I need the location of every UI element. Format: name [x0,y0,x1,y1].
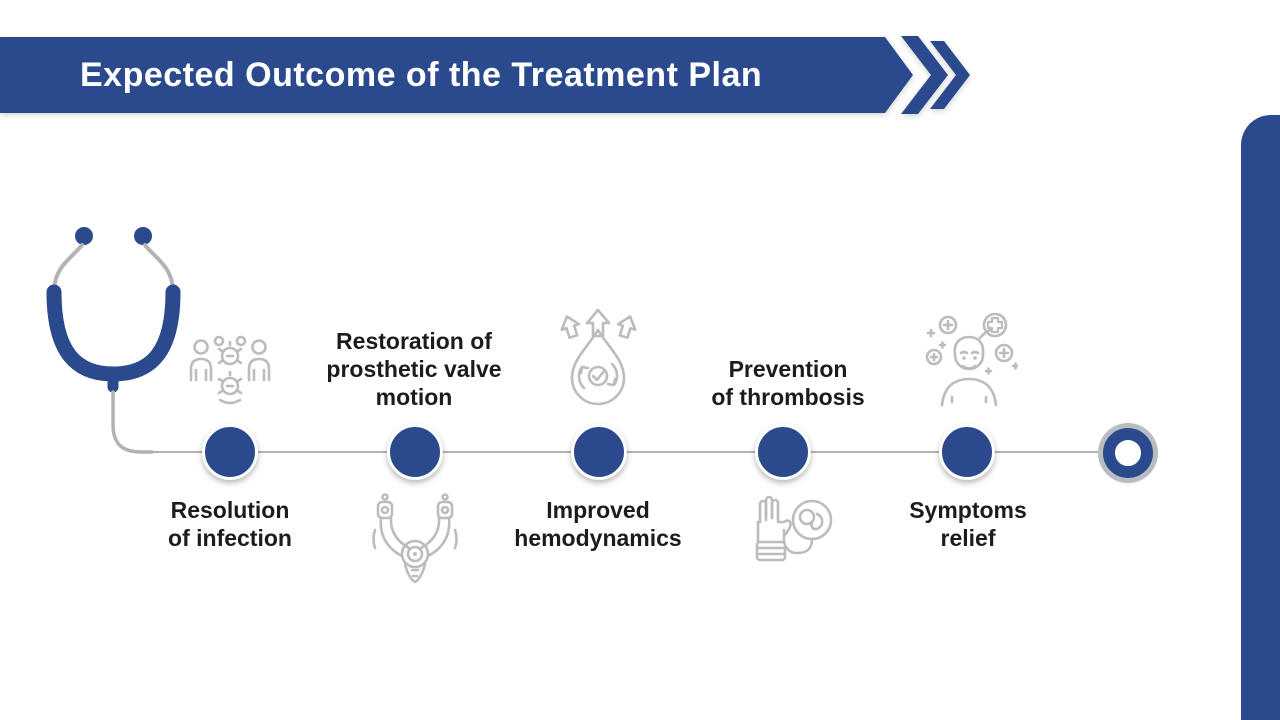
hemodynamics-droplet-icon [560,308,637,406]
milestone-dot-1 [202,424,258,480]
milestone-label-4: Prevention of thrombosis [678,355,898,411]
banner-shape [0,37,913,113]
label-line: of thrombosis [711,384,865,410]
label-line: Restoration of [336,328,492,354]
milestone-label-1: Resolution of infection [120,496,340,552]
milestone-dot-3 [571,424,627,480]
label-line: prosthetic valve [326,356,502,382]
right-edge-bar [1241,115,1280,720]
label-line: motion [375,384,453,410]
label-line: Symptoms [909,497,1027,523]
milestone-dot-2 [387,424,443,480]
label-line: Prevention [728,356,848,382]
milestone-label-2: Restoration of prosthetic valve motion [294,327,534,411]
label-line: Improved [546,497,650,523]
milestone-label-5: Symptoms relief [858,496,1078,552]
milestone-label-3: Improved hemodynamics [478,496,718,552]
prosthetic-valve-icon [372,493,458,584]
patient-wellbeing-icon [925,313,1018,407]
infection-patients-icon [189,335,271,405]
label-line: relief [940,525,996,551]
milestone-dot-5 [939,424,995,480]
milestone-dot-4 [755,424,811,480]
header-banner [0,36,970,114]
label-line: of infection [168,525,292,551]
label-line: hemodynamics [514,525,682,551]
stop-thrombosis-icon [755,495,833,562]
page-title: Expected Outcome of the Treatment Plan [80,55,763,94]
chevron-icon [901,36,948,114]
stethoscope-icon [46,227,181,454]
target-ring-icon [1103,428,1153,478]
chevron-icon [930,41,970,109]
label-line: Resolution [170,497,290,523]
